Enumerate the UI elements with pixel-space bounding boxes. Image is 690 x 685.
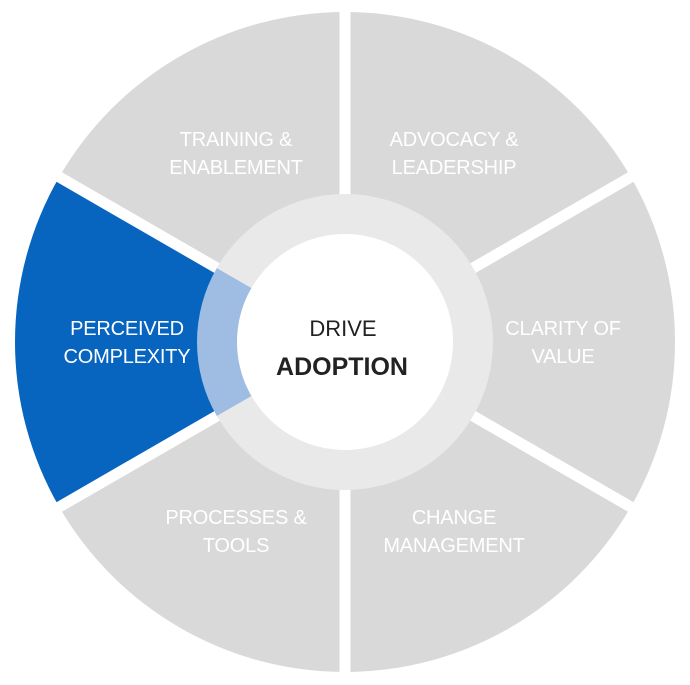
- segment-label-line: PROCESSES &: [165, 507, 307, 529]
- segment-label-line: CLARITY OF: [505, 318, 620, 340]
- segment-label-training-enablement: TRAINING & ENABLEMENT: [169, 129, 303, 179]
- segment-clarity-of-value: [345, 177, 676, 507]
- center-title-line2: ADOPTION: [276, 353, 408, 381]
- center-disc: [237, 234, 453, 450]
- segment-label-line: COMPLEXITY: [64, 346, 191, 368]
- segment-label-line: ADVOCACY &: [390, 129, 520, 151]
- segment-label-line: MANAGEMENT: [383, 535, 524, 557]
- segment-labels-layer: ADVOCACY & LEADERSHIP CLARITY OF VALUE CHANG…: [64, 129, 621, 557]
- segment-label-advocacy-leadership: ADVOCACY & LEADERSHIP: [390, 129, 520, 179]
- segment-label-line: ENABLEMENT: [169, 157, 303, 179]
- segment-label-change-management: CHANGE MANAGEMENT: [383, 507, 524, 557]
- segment-label-line: CHANGE: [412, 507, 496, 529]
- segment-label-line: TOOLS: [203, 535, 269, 557]
- segment-label-clarity-of-value: CLARITY OF VALUE: [505, 318, 620, 368]
- segment-label-processes-tools: PROCESSES & TOOLS: [165, 507, 307, 557]
- segment-label-line: VALUE: [531, 346, 594, 368]
- segment-label-line: TRAINING &: [180, 129, 293, 151]
- segment-label-perceived-complexity: PERCEIVED COMPLEXITY: [64, 318, 191, 368]
- segment-label-line: LEADERSHIP: [392, 157, 517, 179]
- segment-perceived-complexity: [14, 177, 345, 507]
- center-title-line1: DRIVE: [309, 316, 376, 341]
- segment-label-line: PERCEIVED: [70, 318, 184, 340]
